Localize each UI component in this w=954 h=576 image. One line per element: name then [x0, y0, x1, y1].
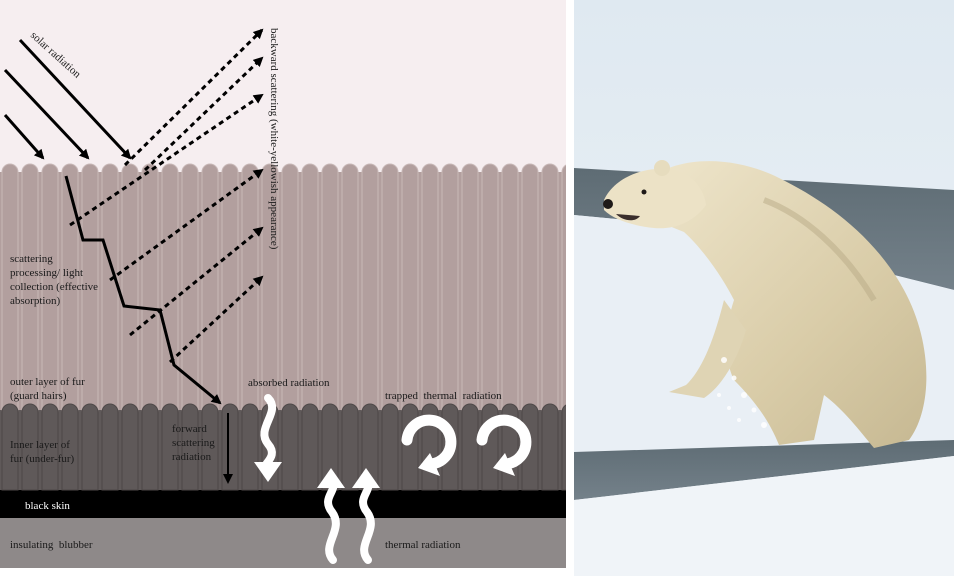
hair-strand — [101, 403, 119, 491]
outer-fur-label: outer layer of fur (guard hairs) — [10, 376, 88, 402]
black-skin-label: black skin — [25, 500, 70, 512]
hair-strand — [81, 403, 99, 491]
hair-strand — [341, 403, 359, 491]
hair-strand — [21, 163, 39, 413]
hair-strand — [61, 163, 79, 413]
absorbed-radiation-arrow — [254, 394, 282, 482]
trapped-radiation-arrows — [401, 414, 532, 476]
water-channel-lower — [574, 440, 954, 500]
hair-strand — [21, 403, 39, 491]
hair-strand — [541, 403, 559, 491]
hair-strand — [221, 403, 239, 491]
thermal-radiation-label: thermal radiation — [385, 539, 461, 551]
backward-arrow — [168, 275, 264, 364]
hair-strand — [241, 403, 259, 491]
hair-strand — [141, 163, 159, 413]
hair-strand — [401, 403, 419, 491]
hair-strand — [161, 403, 179, 491]
hair-strand — [101, 163, 119, 413]
hair-strand — [321, 403, 339, 491]
hair-strand — [461, 163, 479, 413]
black-skin-band — [0, 490, 566, 518]
hair-strand — [121, 163, 139, 413]
hair-strand — [521, 163, 539, 413]
backward-arrow — [69, 93, 264, 227]
guard-hairs — [1, 163, 566, 413]
hair-strand — [421, 163, 439, 413]
hair-strand — [201, 163, 219, 413]
hair-strand — [41, 163, 59, 413]
hair-strand — [281, 403, 299, 491]
hair-strand — [361, 163, 379, 413]
fur-structure-diagram: solar radiation backward scattering (whi… — [0, 0, 566, 568]
hair-strand — [561, 404, 566, 491]
hair-strand — [301, 163, 319, 413]
hair-strand — [1, 403, 19, 491]
backward-scattering-label: backward scattering (white-yellowish app… — [268, 28, 280, 250]
hair-strand — [81, 163, 99, 413]
blubber-label: insulating blubber — [10, 539, 93, 551]
hair-strand — [341, 163, 359, 413]
hair-strand — [161, 163, 179, 413]
polar-bear — [603, 160, 927, 448]
scattering-label: scattering processing/ light collection … — [10, 253, 101, 307]
hair-strand — [281, 163, 299, 413]
solar-arrow — [3, 68, 90, 160]
hair-strand — [221, 163, 239, 413]
hair-strand — [461, 403, 479, 491]
hair-strand — [301, 403, 319, 491]
absorbed-radiation-label: absorbed radiation — [248, 377, 330, 389]
hair-strand — [541, 163, 559, 413]
hair-strand — [61, 403, 79, 491]
scattering-path — [64, 175, 222, 405]
hair-strand — [381, 403, 399, 491]
hair-strand — [381, 163, 399, 413]
hair-strand — [181, 403, 199, 491]
hair-strand — [321, 163, 339, 413]
hair-strand — [141, 403, 159, 491]
forward-scattering-label: forward scattering radiation — [172, 423, 218, 463]
solar-arrow — [3, 114, 45, 160]
hair-strand — [501, 163, 519, 413]
solar-radiation-arrows — [3, 38, 132, 160]
solar-arrow — [18, 38, 132, 160]
trapped-radiation-label: trapped thermal radiation — [385, 390, 502, 402]
hair-strand — [1, 163, 19, 413]
backward-scattering-arrows — [69, 28, 264, 364]
inner-fur-label: Inner layer of fur (under-fur) — [10, 439, 75, 465]
hair-strand — [561, 164, 566, 413]
hair-strand — [121, 403, 139, 491]
water-splash — [717, 357, 767, 428]
sky-band — [0, 0, 566, 172]
hair-strand — [481, 163, 499, 413]
hair-strand — [441, 163, 459, 413]
snow-foreground — [574, 456, 954, 576]
backward-arrow — [109, 168, 264, 282]
polar-bear-photo — [574, 0, 954, 576]
hair-strand — [401, 163, 419, 413]
blubber-band — [0, 518, 566, 568]
thermal-radiation-arrows — [317, 468, 380, 564]
hair-strand — [41, 403, 59, 491]
backward-arrow — [129, 226, 264, 337]
